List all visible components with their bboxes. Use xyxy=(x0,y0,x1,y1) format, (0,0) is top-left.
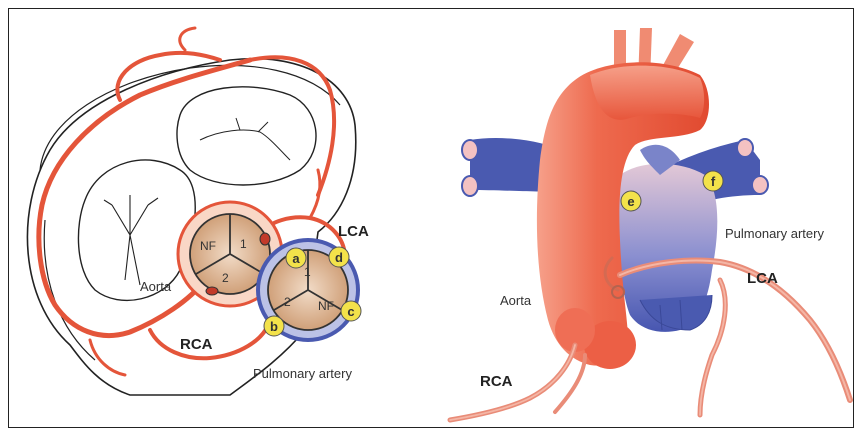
aortic-cusp-nf: NF xyxy=(200,239,216,253)
svg-text:f: f xyxy=(711,174,716,189)
svg-text:d: d xyxy=(335,250,343,265)
marker-a: a xyxy=(286,248,306,268)
label-lca-left: LCA xyxy=(338,223,369,240)
aortic-cusp-2: 2 xyxy=(222,271,229,285)
label-pulmonary-left: Pulmonary artery xyxy=(253,366,352,381)
marker-c: c xyxy=(341,301,361,321)
pulmonary-cusp-2: 2 xyxy=(284,295,291,309)
marker-d: d xyxy=(329,247,349,267)
label-rca-right: RCA xyxy=(480,373,513,390)
svg-text:e: e xyxy=(627,194,634,209)
marker-b: b xyxy=(264,316,284,336)
pulmonary-cusp-nf: NF xyxy=(318,299,334,313)
svg-text:a: a xyxy=(292,251,300,266)
marker-e: e xyxy=(621,191,641,211)
aortic-cusp-1: 1 xyxy=(240,237,247,251)
svg-text:c: c xyxy=(347,304,354,319)
pulmonary-cusp-1: 1 xyxy=(304,265,311,279)
great-vessels-view: e f Pulmonary artery LCA Aorta RCA xyxy=(450,28,850,420)
heart-base-view: NF 1 2 1 2 NF a b c d xyxy=(27,28,369,395)
label-aorta-right: Aorta xyxy=(500,293,532,308)
marker-f: f xyxy=(703,171,723,191)
label-aorta-left: Aorta xyxy=(140,279,172,294)
svg-text:b: b xyxy=(270,319,278,334)
label-pulmonary-right: Pulmonary artery xyxy=(725,226,824,241)
label-rca-left: RCA xyxy=(180,336,213,353)
label-lca-right: LCA xyxy=(747,270,778,287)
